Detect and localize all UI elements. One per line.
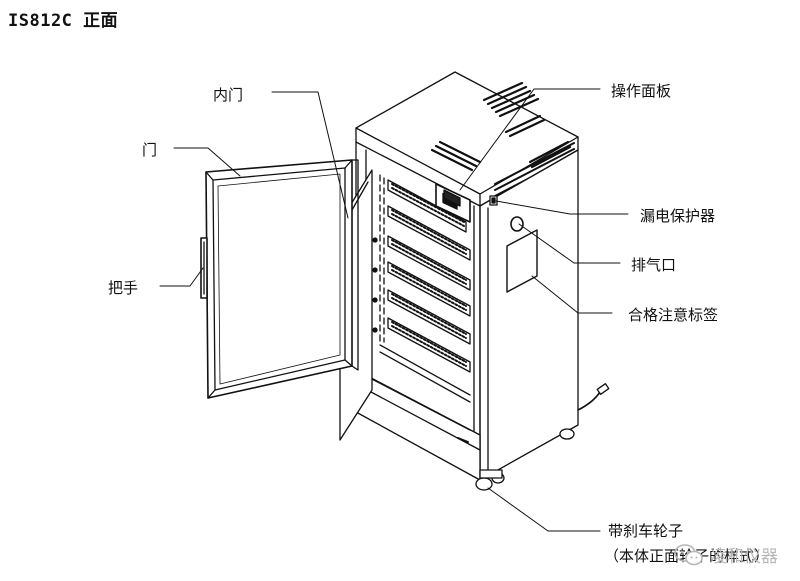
- callout-inner-door: 内门: [213, 86, 244, 104]
- door-handle: [200, 237, 208, 299]
- callout-door: 门: [142, 141, 158, 159]
- shelf: [387, 205, 471, 261]
- wheels: [475, 428, 575, 491]
- shelf: [387, 289, 471, 345]
- top-vents: [430, 81, 572, 172]
- shelf: [387, 317, 471, 373]
- cabinet-body: [355, 71, 579, 481]
- exhaust-port: [510, 216, 524, 232]
- control-panel: [435, 183, 471, 223]
- callout-qualified-label: 合格注意标签: [628, 306, 719, 324]
- watermark: 凌和仪器: [674, 542, 778, 567]
- diagram-title: IS812C 正面: [8, 11, 119, 31]
- watermark-text: 凌和仪器: [710, 547, 778, 567]
- callout-lines: [159, 88, 629, 532]
- shelves: [379, 174, 471, 373]
- callout-leakage-protector: 漏电保护器: [640, 207, 716, 225]
- shelf: [387, 235, 471, 291]
- callout-brake-wheel: 带刹车轮子: [608, 522, 684, 540]
- wechat-icon: [674, 543, 703, 565]
- power-cord: [577, 383, 610, 411]
- leakage-protector: [489, 195, 498, 206]
- label-area: [506, 229, 538, 293]
- outer-door: [205, 159, 359, 399]
- shelf: [387, 261, 471, 317]
- callout-control-panel: 操作面板: [611, 82, 672, 100]
- callout-handle: 把手: [108, 279, 139, 297]
- callout-exhaust-port: 排气口: [631, 256, 677, 274]
